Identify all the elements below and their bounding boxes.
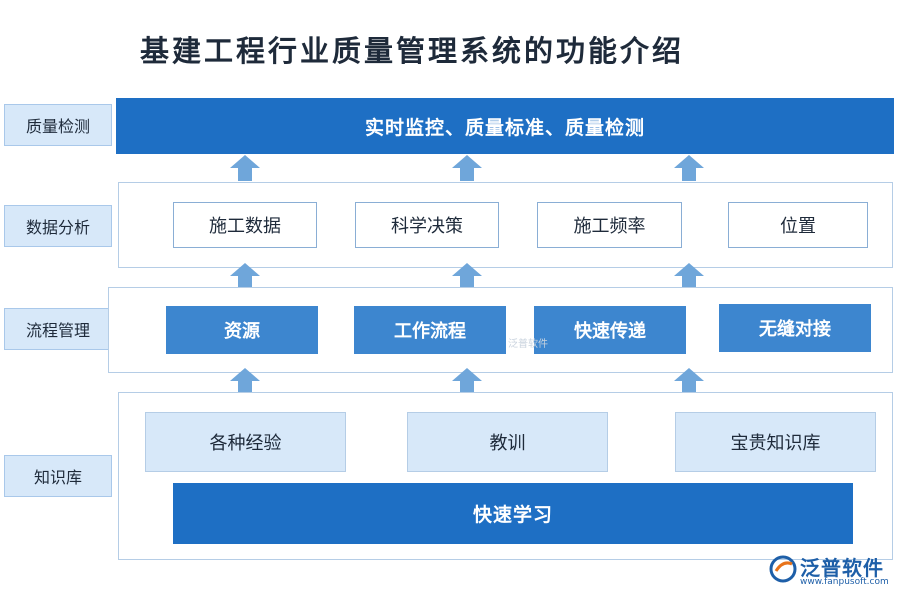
side-label-quality: 质量检测 xyxy=(4,104,112,146)
knowledge-box: 各种经验 xyxy=(145,412,346,472)
logo-name: 泛普软件 xyxy=(800,556,884,580)
side-label-analysis: 数据分析 xyxy=(4,205,112,247)
logo-icon xyxy=(769,555,797,583)
knowledge-bar: 快速学习 xyxy=(173,483,853,544)
up-arrow-icon xyxy=(452,368,482,394)
up-arrow-icon xyxy=(230,368,260,394)
analysis-box: 位置 xyxy=(728,202,868,248)
process-box: 快速传递 xyxy=(534,306,686,354)
analysis-box: 施工数据 xyxy=(173,202,317,248)
analysis-box: 科学决策 xyxy=(355,202,499,248)
quality-bar: 实时监控、质量标准、质量检测 xyxy=(116,98,894,154)
knowledge-box: 宝贵知识库 xyxy=(675,412,876,472)
analysis-box: 施工频率 xyxy=(537,202,682,248)
side-label-process: 流程管理 xyxy=(4,308,112,350)
page-title: 基建工程行业质量管理系统的功能介绍 xyxy=(140,34,685,68)
up-arrow-icon xyxy=(674,155,704,181)
up-arrow-icon xyxy=(230,155,260,181)
side-label-knowledge: 知识库 xyxy=(4,455,112,497)
up-arrow-icon xyxy=(674,263,704,289)
knowledge-box: 教训 xyxy=(407,412,608,472)
process-box: 工作流程 xyxy=(354,306,506,354)
up-arrow-icon xyxy=(230,263,260,289)
watermark: 泛普软件 xyxy=(508,339,548,350)
process-box: 无缝对接 xyxy=(719,304,871,352)
process-box: 资源 xyxy=(166,306,318,354)
up-arrow-icon xyxy=(674,368,704,394)
brand-logo: 泛普软件 www.fanpusoft.com xyxy=(768,552,893,592)
logo-url: www.fanpusoft.com xyxy=(800,577,889,587)
up-arrow-icon xyxy=(452,263,482,289)
up-arrow-icon xyxy=(452,155,482,181)
